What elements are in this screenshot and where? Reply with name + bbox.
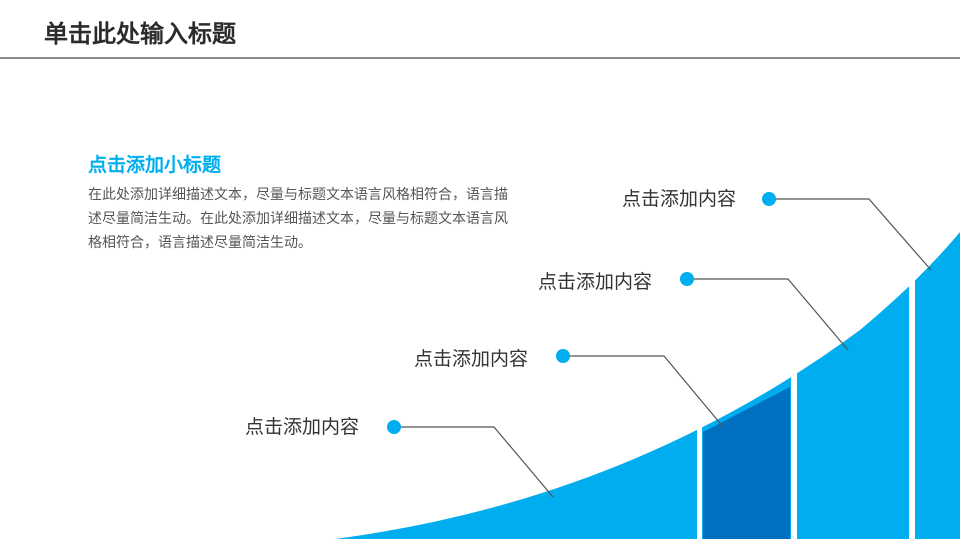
- title-divider: [0, 57, 960, 59]
- callout-dot: [680, 272, 694, 286]
- column-separator: [697, 420, 702, 539]
- description-text: 在此处添加详细描述文本，尽量与标题文本语言风格相符合，语言描述尽量简洁生动。在此…: [88, 187, 508, 251]
- connector-line: [688, 278, 849, 351]
- subtitle: 点击添加小标题: [88, 154, 222, 176]
- callout-label-4: 点击添加内容: [245, 416, 360, 438]
- highlight-column: [703, 387, 790, 539]
- growth-curve-shape: [335, 232, 960, 539]
- connector-line: [395, 426, 554, 498]
- callout-dot: [556, 349, 570, 363]
- callout-label-3: 点击添加内容: [414, 348, 529, 370]
- callout-label-1: 点击添加内容: [622, 188, 737, 210]
- callout-dot: [762, 192, 776, 206]
- column-separator: [909, 270, 915, 539]
- slide-title: 单击此处输入标题: [44, 20, 236, 48]
- callout-label-2: 点击添加内容: [538, 271, 653, 293]
- connector-line: [564, 355, 725, 429]
- callout-dot: [387, 420, 401, 434]
- column-separator: [791, 370, 797, 539]
- connector-line: [770, 198, 932, 271]
